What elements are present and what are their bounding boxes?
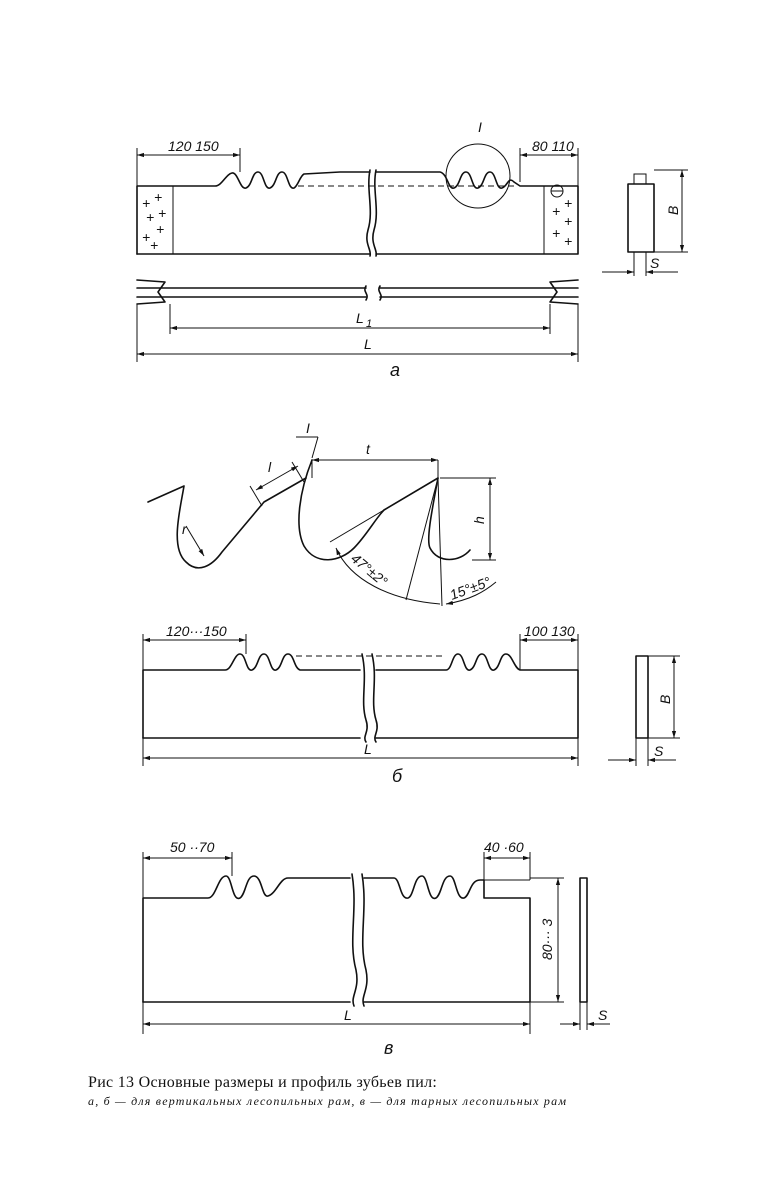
- svg-text:+: +: [156, 221, 164, 237]
- dimension-B-b: B: [657, 695, 673, 704]
- dimension-S-v: S: [598, 1007, 608, 1023]
- blade-section-b: B S: [608, 655, 680, 766]
- figure-v-label: в: [384, 1038, 393, 1058]
- svg-text:+: +: [552, 203, 560, 219]
- figure-v: 50 ··70 40 ·60 80··· 3 L S в: [142, 839, 610, 1058]
- detail-marker-a: I: [478, 119, 482, 135]
- saw-blade-a-top: L 1 L: [136, 279, 579, 362]
- svg-text:+: +: [552, 225, 560, 241]
- svg-text:+: +: [158, 205, 166, 221]
- dimension-right-a: 80 110: [519, 138, 579, 186]
- dimension-L1-a: L: [356, 310, 364, 326]
- dimension-r: r: [182, 521, 188, 537]
- dimension-left-v: 50 ··70: [170, 839, 215, 855]
- dimension-left-a-text: 120 150: [168, 138, 219, 154]
- dimension-h: h: [471, 516, 487, 524]
- svg-text:+: +: [564, 213, 572, 229]
- dimension-L-v: L: [344, 1007, 352, 1023]
- svg-text:+: +: [564, 195, 572, 211]
- blade-section-a: B S: [602, 169, 688, 276]
- caption-subtitle: а, б — для вертикальных лесопильных рам,…: [88, 1094, 568, 1108]
- dimension-right-v: 40 ·60: [484, 839, 524, 855]
- figure-caption: Рис 13 Основные размеры и профиль зубьев…: [88, 1074, 728, 1109]
- tooth-profile-detail: t I l r h 47°±2° 15°±5°: [147, 420, 497, 607]
- dimension-right-b: 100 130: [524, 623, 575, 639]
- dimension-t: t: [366, 441, 371, 457]
- dimension-S-a: S: [650, 255, 660, 271]
- detail-marker-tooth: I: [306, 420, 310, 436]
- dimension-L1-a-sub: 1: [366, 318, 372, 330]
- saw-blade-a-front: ++ ++ ++ + ++ ++ +: [136, 143, 579, 257]
- dimension-right-a-text: 80 110: [532, 138, 574, 154]
- figure-b-label: б: [392, 766, 403, 786]
- dimension-l: l: [268, 459, 272, 475]
- svg-text:+: +: [142, 195, 150, 211]
- svg-text:+: +: [564, 233, 572, 249]
- svg-text:+: +: [142, 229, 150, 245]
- caption-title: Рис 13 Основные размеры и профиль зубьев…: [88, 1074, 438, 1091]
- dimension-L-a: L: [364, 336, 372, 352]
- svg-text:+: +: [154, 189, 162, 205]
- figure-a-label: а: [390, 360, 400, 380]
- figure-a: ++ ++ ++ + ++ ++ + 120 150 80 110: [136, 119, 688, 380]
- blade-section-v: S: [560, 877, 610, 1030]
- dimension-left-a: 120 150: [136, 138, 241, 186]
- svg-text:+: +: [150, 237, 158, 253]
- dimension-left-b: 120···150: [166, 623, 227, 639]
- angle-15: 15°±5°: [448, 573, 494, 603]
- dimension-L-b: L: [364, 741, 372, 757]
- svg-text:+: +: [146, 209, 154, 225]
- figure-b: 120···150 100 130 L B S б: [142, 623, 680, 786]
- dimension-B-a: B: [665, 206, 681, 215]
- dimension-S-b: S: [654, 743, 664, 759]
- dimension-height-v: 80··· 3: [539, 919, 555, 960]
